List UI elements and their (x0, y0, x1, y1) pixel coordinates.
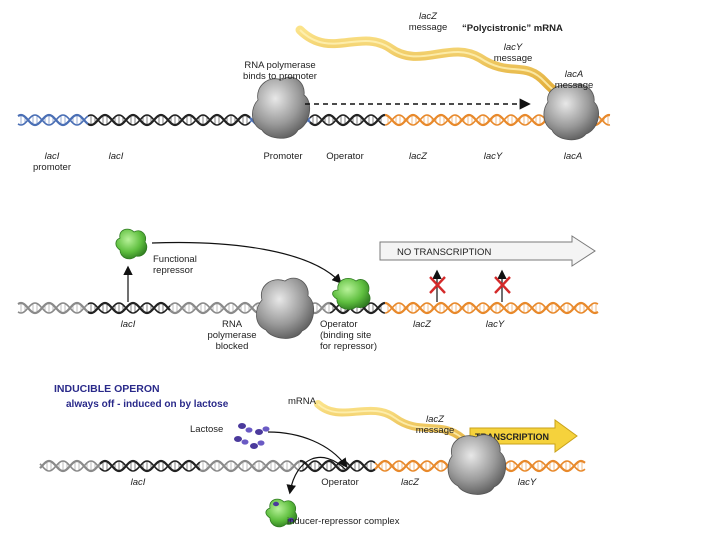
no-transcription-arrow: NO TRANSCRIPTION (379, 235, 596, 267)
laca-message-label-2: message (555, 80, 594, 91)
laca-label-1: lacA (564, 151, 582, 162)
dna-strand (384, 302, 599, 314)
rna-polymerase (252, 76, 311, 139)
dna-strand (87, 114, 251, 126)
lacz-message-label-1: lacZ (419, 11, 438, 22)
inducible-operon-heading: INDUCIBLE OPERON (54, 383, 160, 395)
mrna-title: “Polycistronic” mRNA (462, 23, 563, 34)
inducer-repressor-complex (265, 498, 298, 528)
dna-strand (87, 302, 171, 314)
laci-label-1: lacI (109, 151, 124, 162)
dna-strand (199, 460, 301, 472)
polymerase-blocked-label-3: blocked (216, 341, 249, 352)
functional-repressor (115, 228, 148, 260)
lactose-binding-arrow (267, 431, 348, 468)
rna-polymerase-blocked (256, 277, 315, 339)
lacz-label-3: lacZ (401, 477, 420, 488)
dna-strand (87, 301, 171, 315)
panel-2-repressed: NO TRANSCRIPTION Functional repressor la… (17, 228, 599, 352)
lactose-molecules (234, 423, 270, 449)
dna-strand (309, 114, 386, 126)
panel-1-lac-operon-on: “Polycistronic” mRNA lacZ message lacY m… (17, 11, 611, 173)
promoter-label-1: Promoter (263, 151, 302, 162)
operator-label-1: Operator (326, 151, 364, 162)
polymerase-note-1: RNA polymerase (244, 60, 315, 71)
dna-strand (99, 460, 201, 472)
lacz-message-label-3b: message (416, 425, 455, 436)
dna-strand (39, 460, 101, 472)
polymerase-blocked-label-2: polymerase (207, 330, 256, 341)
rna-polymerase-terminal (543, 83, 599, 141)
dna-strand (199, 459, 301, 473)
complex-release-arrow (286, 456, 347, 495)
laci-label-2: lacI (121, 319, 136, 330)
inducible-operon-subheading: always off - induced on by lactose (66, 399, 229, 410)
lacy-message-label-2: message (494, 53, 533, 64)
no-transcription-label: NO TRANSCRIPTION (397, 247, 491, 258)
laci-promoter-label-1: lacI (45, 151, 60, 162)
lacy-blocked-mark (494, 269, 511, 302)
operator-label-3: Operator (321, 477, 359, 488)
lacy-label-2: lacY (486, 319, 505, 330)
dna-strand (169, 302, 251, 314)
dna-strand (299, 460, 376, 472)
functional-repressor-label-2: repressor (153, 265, 193, 276)
transcription-label: TRANSCRIPTION (475, 432, 549, 442)
laci-promoter-label-2: promoter (33, 162, 71, 173)
operator-binding-label-1: Operator (320, 319, 358, 330)
inducer-repressor-complex-label: inducer-repressor complex (287, 516, 400, 527)
polymerase-blocked-label-1: RNA (222, 319, 243, 330)
dna-helix-1 (17, 113, 611, 127)
lacz-message-label-3a: lacZ (426, 414, 445, 425)
operator-binding-label-2: (binding site (320, 330, 371, 341)
lacz-label-1: lacZ (409, 151, 428, 162)
bound-repressor (332, 278, 371, 310)
operator-binding-label-3: for repressor) (320, 341, 377, 352)
lacz-blocked-mark (429, 269, 446, 302)
lacy-message-label-1: lacY (504, 42, 523, 53)
polymerase-note-2: binds to promoter (243, 71, 317, 82)
lacy-label-3: lacY (518, 477, 537, 488)
dna-strand (99, 459, 201, 473)
laca-message-label-1: lacA (565, 69, 583, 80)
rna-polymerase-active (447, 434, 507, 495)
lactose-label: Lactose (190, 424, 223, 435)
panel-3-inducible-operon: INDUCIBLE OPERON always off - induced on… (39, 383, 586, 528)
lacy-label-1: lacY (484, 151, 503, 162)
dna-strand (299, 459, 376, 473)
lacz-label-2: lacZ (413, 319, 432, 330)
repressor-binding-arrow (151, 241, 342, 284)
lacz-message-label-2: message (409, 22, 448, 33)
functional-repressor-label-1: Functional (153, 254, 197, 265)
laci-label-3: lacI (131, 477, 146, 488)
mrna-label-3: mRNA (288, 396, 317, 407)
